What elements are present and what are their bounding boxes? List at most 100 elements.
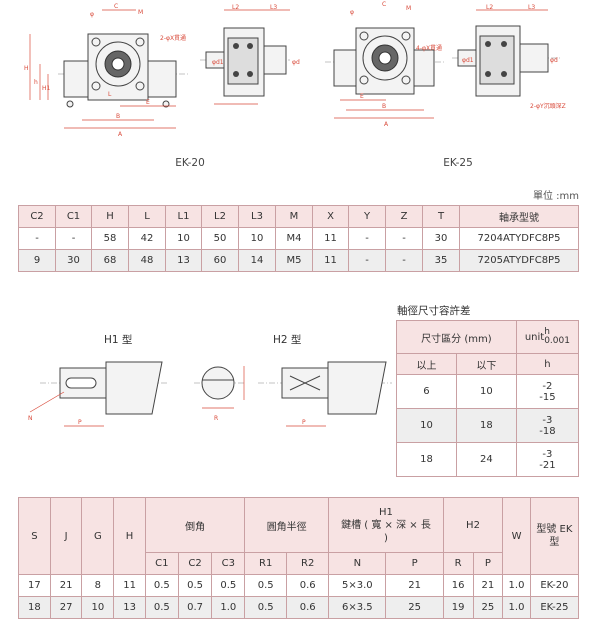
t2-cell: 10	[81, 596, 115, 619]
t2-head-h1-sub: 鍵槽 ( 寬 × 深 × 長 )	[341, 519, 431, 544]
t2-sub: P	[472, 552, 504, 575]
tol-upper: -3	[542, 448, 553, 460]
h1-dim-N: N	[28, 415, 33, 422]
t2-sub: R2	[286, 552, 330, 575]
tol-sub-h: h	[515, 353, 580, 375]
tol-upper: -2	[542, 380, 553, 392]
t2-head-h2: H2	[442, 497, 504, 553]
t2-cell: 1.0	[502, 596, 531, 619]
t2-cell: 1.0	[211, 596, 246, 619]
ek20-dim-d1: φd1	[212, 59, 224, 66]
tol-unit-h: h	[544, 327, 550, 337]
ek20-dim-H: H	[24, 65, 29, 72]
ek25-dim-counterbore: 2-φY沉頭深Z	[530, 102, 566, 110]
t2-sub: P	[385, 552, 444, 575]
t2-cell: 0.5	[144, 574, 179, 597]
t2-cell: 0.5	[177, 574, 213, 597]
ek20-side-view: L2 L3 φd1 φd	[200, 4, 300, 105]
tol-unit-prefix: unit	[524, 332, 545, 343]
table-row: 18 24 -3-21	[396, 442, 580, 477]
t2-head-J: J	[49, 497, 83, 575]
t1-cell: 60	[201, 249, 239, 272]
h2-type-label: H2 型	[273, 334, 302, 346]
t2-cell: 0.5	[144, 596, 179, 619]
ek25-side-view: L2 L3 φd1 φd 2-φY沉頭深Z	[452, 4, 566, 110]
ek20-dim-C: C	[114, 3, 118, 10]
tol-lower: -21	[539, 459, 556, 471]
tol-sub-above: 以上	[396, 353, 457, 375]
t2-cell: 25	[385, 596, 444, 619]
tol-unit-val: 0.001	[544, 336, 570, 346]
table-row: - - 58 42 10 50 10 M4 11 - - 30 7204ATYD…	[18, 227, 579, 250]
t1-cell: 7205ATYDFC8P5	[459, 249, 579, 272]
t2-cell: 27	[49, 596, 83, 619]
t2-sub: C1	[144, 552, 179, 575]
h1-dim-P: P	[78, 419, 82, 426]
t2-cell: 19	[442, 596, 474, 619]
tol-cell: 24	[455, 442, 517, 477]
table-row: 17 21 8 11 0.5 0.5 0.5 0.5 0.6 5×3.0 21 …	[18, 574, 580, 597]
tolerance-title: 軸徑尺寸容許差	[397, 305, 471, 317]
ek20-dim-h: h	[34, 79, 38, 86]
ek20-front-view: H h H1 A B E L φ C M 2-φX貫通	[24, 3, 190, 138]
tol-head-range: 尺寸區分 (mm)	[396, 320, 517, 354]
t2-cell: 25	[472, 596, 504, 619]
t2-sub: N	[328, 552, 387, 575]
tol-cell: 6	[396, 374, 457, 409]
tol-upper: -3	[542, 414, 553, 426]
t2-cell: 5×3.0	[328, 574, 387, 597]
ek25-dim-L2: L2	[486, 4, 493, 11]
t2-cell: 18	[18, 596, 51, 619]
ek25-dim-d: φd	[550, 57, 558, 64]
tol-cell: 18	[396, 442, 457, 477]
t2-cell: 11	[113, 574, 146, 597]
t1-cell: 13	[165, 249, 202, 272]
ek25-dim-phi: φ	[350, 9, 354, 16]
table-row: 18 27 10 13 0.5 0.7 1.0 0.5 0.6 6×3.5 25…	[18, 596, 580, 619]
ek20-dim-holes: 2-φX貫通	[160, 34, 186, 42]
tol-cell: 18	[455, 408, 517, 443]
ek20-dim-E: E	[146, 99, 150, 106]
t2-head-model: 型號 EK 型	[529, 497, 580, 575]
t2-cell: 21	[49, 574, 83, 597]
t2-cell: 0.6	[286, 596, 330, 619]
t2-sub: R1	[244, 552, 288, 575]
t2-cell: 0.5	[211, 574, 246, 597]
tol-cell: 10	[396, 408, 457, 443]
ek25-dim-L3: L3	[528, 4, 535, 11]
dimension-table: C2 C1 H L L1 L2 L3 M X Y Z T 軸承型號 - - 58…	[18, 205, 579, 272]
t2-head-radius: 圓角半徑	[244, 497, 330, 553]
ek20-dim-L: L	[108, 91, 112, 98]
h1-type-label: H1 型	[104, 334, 133, 346]
t2-sub: R	[442, 552, 474, 575]
ek25-dim-A: A	[384, 121, 389, 128]
t2-cell: 0.5	[244, 574, 288, 597]
t2-sub: C2	[177, 552, 213, 575]
ek20-dim-L3: L3	[270, 4, 277, 11]
t2-head-S: S	[18, 497, 51, 575]
ek25-dim-E: E	[360, 93, 364, 100]
ek20-dim-H1: H1	[42, 85, 51, 92]
ek25-front-view: φ C M 4-φX貫通 A B E	[325, 1, 446, 128]
table-row: 6 10 -2-15	[396, 374, 580, 409]
t1-cell: 68	[91, 249, 129, 272]
ek20-dim-M: M	[138, 9, 143, 16]
t2-sub: C3	[211, 552, 246, 575]
tol-lower: -15	[539, 391, 556, 403]
t2-cell: 21	[472, 574, 504, 597]
ek20-dim-A: A	[118, 131, 123, 138]
ek20-dim-B: B	[116, 113, 120, 120]
t2-cell: 17	[18, 574, 51, 597]
ek20-caption: EK-20	[175, 157, 205, 169]
tol-cell: -3-18	[515, 408, 580, 443]
ek25-dim-C: C	[382, 1, 386, 8]
tol-lower: -18	[539, 425, 556, 437]
t2-cell: 0.7	[177, 596, 213, 619]
t2-head-W: W	[502, 497, 531, 575]
t2-head-chamfer: 倒角	[144, 497, 246, 553]
table-row: 10 18 -3-18	[396, 408, 580, 443]
